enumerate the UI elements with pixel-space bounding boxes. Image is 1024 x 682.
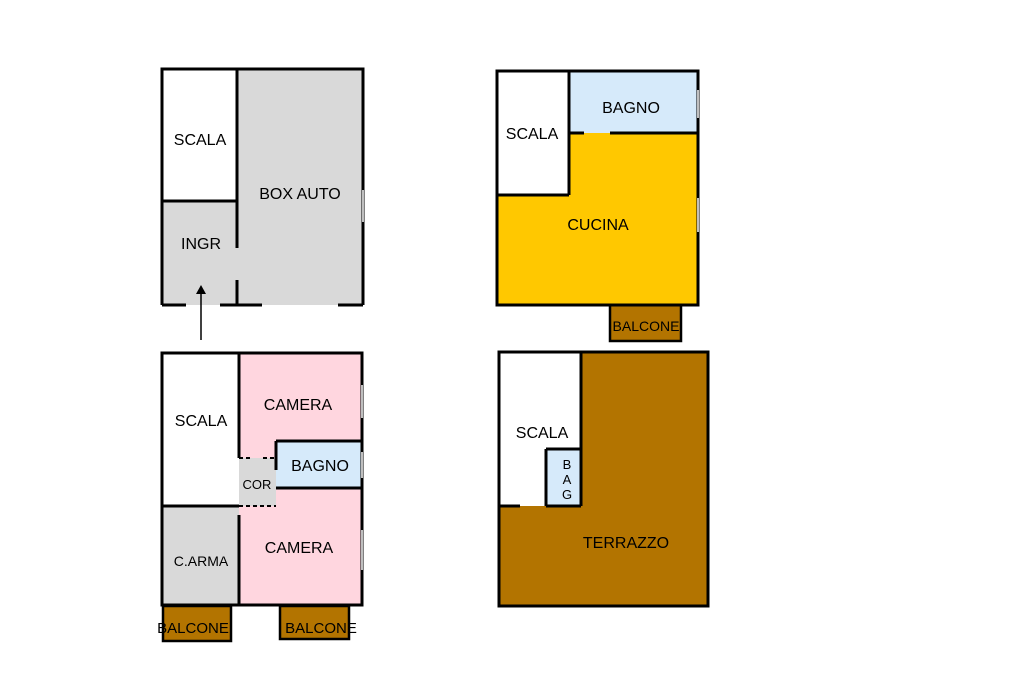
first-floor-plan: SCALA BAGNO CUCINA BALCONE	[495, 69, 700, 343]
entrance-label: INGR	[181, 236, 221, 253]
garage-label: BOX AUTO	[259, 186, 341, 203]
wardrobe-label: C.ARMA	[174, 553, 229, 569]
bath-room	[546, 449, 581, 506]
terrace-label: TERRAZZO	[583, 535, 669, 552]
stair-label: SCALA	[174, 132, 227, 149]
bedroom-top-label: CAMERA	[264, 397, 333, 414]
balcony-right	[278, 604, 351, 641]
outer-wall	[160, 351, 364, 607]
bath-room	[569, 71, 698, 133]
bath-room	[276, 441, 362, 488]
bath-letter-b: B	[563, 457, 572, 472]
kitchen-label: CUCINA	[567, 217, 629, 234]
stair-room	[497, 71, 569, 195]
wardrobe-room	[162, 506, 239, 605]
corridor-label: COR	[243, 477, 272, 492]
balcony-right-label: BALCONE	[285, 620, 357, 637]
second-floor-plan: SCALA CAMERA BAGNO COR C.ARMA CAMERA BAL…	[157, 351, 364, 643]
stair-room	[162, 353, 239, 506]
entrance-arrow-icon	[196, 285, 206, 340]
outer-wall	[497, 350, 710, 608]
stair-label: SCALA	[516, 425, 569, 442]
bath-letter-a: A	[563, 472, 572, 487]
outer-wall	[160, 67, 365, 305]
ground-floor-plan: SCALA BOX AUTO INGR	[160, 67, 365, 307]
bath-label: BAGNO	[291, 458, 349, 475]
corridor-room	[239, 458, 276, 506]
balcony-left	[161, 604, 233, 643]
stair-label: SCALA	[175, 413, 228, 430]
outer-wall	[495, 69, 700, 307]
balcony-left-label: BALCONE	[157, 620, 229, 637]
roof-floor-plan: SCALA B A G TERRAZZO	[497, 350, 710, 608]
stair-label: SCALA	[506, 126, 559, 143]
balcony-label: BALCONE	[613, 318, 680, 334]
bath-letter-g: G	[562, 487, 572, 502]
stair-room	[162, 69, 237, 201]
bedroom-bottom-label: CAMERA	[265, 540, 334, 557]
balcony	[608, 303, 683, 343]
bath-label: BAGNO	[602, 100, 660, 117]
